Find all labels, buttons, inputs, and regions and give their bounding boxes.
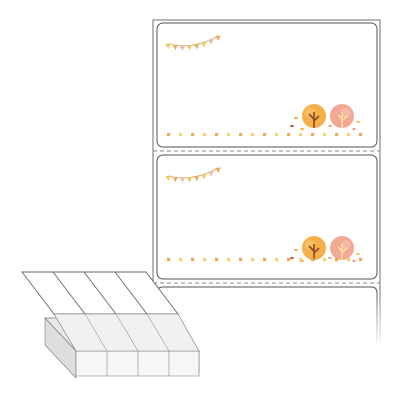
falling-leaf bbox=[290, 124, 294, 128]
bunting-flag bbox=[165, 175, 171, 181]
decor-dot bbox=[227, 258, 231, 262]
decor-dot bbox=[191, 258, 195, 262]
tree-trunk bbox=[337, 112, 348, 128]
decor-dot bbox=[299, 133, 303, 137]
tree-highlight bbox=[305, 108, 315, 118]
decor-dot bbox=[299, 258, 303, 262]
bunting-flag bbox=[172, 44, 178, 51]
decor-dot bbox=[347, 258, 351, 262]
falling-leaf bbox=[356, 252, 360, 256]
bunting-garland-icon bbox=[165, 35, 221, 51]
decor-dot bbox=[215, 133, 219, 137]
bunting-garland-icon bbox=[165, 167, 221, 183]
decor-dot bbox=[275, 258, 279, 262]
bunting-flag bbox=[179, 45, 185, 51]
decor-dot bbox=[311, 258, 315, 262]
bunting-flag bbox=[165, 43, 171, 49]
bunting-flag bbox=[172, 176, 178, 183]
decor-dot bbox=[215, 258, 219, 262]
autumn-trees-icon bbox=[290, 236, 360, 263]
decor-dot bbox=[311, 133, 315, 137]
label-divider bbox=[83, 271, 117, 315]
decor-dot bbox=[335, 258, 339, 262]
decor-dot bbox=[203, 133, 207, 137]
falling-leaf bbox=[352, 259, 356, 263]
bunting-flag bbox=[208, 38, 214, 45]
decor-dot bbox=[263, 133, 267, 137]
label-divider bbox=[84, 313, 108, 352]
decor-dot bbox=[227, 133, 231, 137]
falling-leaf bbox=[356, 120, 360, 124]
decor-dot bbox=[179, 258, 183, 262]
fanfold-label-stack-icon bbox=[21, 271, 200, 379]
tree-trunk bbox=[337, 244, 348, 260]
tree-highlight bbox=[305, 240, 315, 250]
label-2-border bbox=[156, 154, 378, 280]
tree-highlight bbox=[341, 240, 351, 250]
bunting-flag bbox=[193, 43, 200, 50]
decor-dot bbox=[179, 133, 183, 137]
decor-dot bbox=[323, 258, 327, 262]
decor-dot bbox=[191, 133, 195, 137]
falling-leaf bbox=[294, 116, 298, 120]
falling-leaf bbox=[294, 248, 298, 252]
label-1 bbox=[156, 22, 378, 148]
label-divider bbox=[115, 313, 139, 352]
decor-dot bbox=[287, 258, 291, 262]
bunting-flag bbox=[215, 167, 221, 173]
stack-front bbox=[75, 350, 200, 377]
stack-side bbox=[44, 317, 77, 379]
autumn-trees-icon bbox=[290, 104, 360, 131]
falling-leaf bbox=[328, 256, 332, 260]
bunting-flag bbox=[201, 41, 207, 48]
stack-fold-crease bbox=[53, 313, 200, 352]
decor-dot bbox=[239, 133, 243, 137]
garland-string bbox=[167, 167, 219, 179]
tree-trunk bbox=[308, 112, 320, 128]
decor-dot bbox=[359, 133, 363, 137]
falling-leaf bbox=[352, 127, 356, 131]
bunting-flag bbox=[179, 177, 185, 183]
tree-highlight bbox=[341, 108, 351, 118]
falling-leaf bbox=[300, 127, 304, 131]
bunting-flag bbox=[186, 44, 193, 51]
bunting-flag bbox=[208, 170, 214, 177]
decor-dot bbox=[323, 133, 327, 137]
label-divider bbox=[114, 271, 148, 315]
bunting-flag bbox=[193, 175, 200, 182]
decor-dot bbox=[251, 133, 255, 137]
decor-dot bbox=[263, 258, 267, 262]
bunting-flag bbox=[215, 35, 221, 41]
label-divider bbox=[146, 313, 170, 352]
falling-leaf bbox=[290, 256, 294, 260]
decor-dot bbox=[335, 133, 339, 137]
decor-dot bbox=[287, 133, 291, 137]
decor-dot bbox=[275, 133, 279, 137]
label-1-border bbox=[156, 22, 378, 148]
falling-leaf bbox=[328, 124, 332, 128]
decor-dot bbox=[167, 133, 171, 137]
decor-dot bbox=[347, 133, 351, 137]
label-2 bbox=[156, 154, 378, 280]
tree-trunk bbox=[308, 244, 320, 260]
decor-dot bbox=[251, 258, 255, 262]
decor-dot bbox=[167, 258, 171, 262]
bunting-flag bbox=[201, 173, 207, 180]
decor-dot bbox=[359, 258, 363, 262]
dotted-border-row bbox=[167, 133, 363, 137]
bunting-flag bbox=[186, 176, 193, 183]
garland-string bbox=[167, 35, 219, 47]
decor-dot bbox=[203, 258, 207, 262]
dotted-border-row bbox=[167, 258, 363, 262]
label-divider bbox=[52, 271, 86, 315]
decor-dot bbox=[239, 258, 243, 262]
